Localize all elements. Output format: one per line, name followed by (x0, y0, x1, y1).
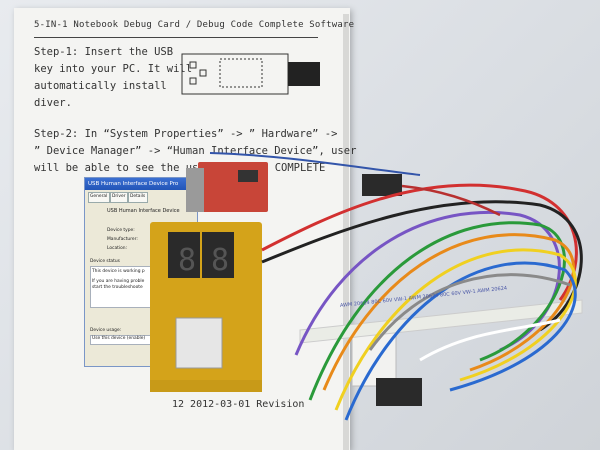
wire-blue (344, 261, 577, 421)
card-edge-contacts (150, 380, 262, 392)
manual-footer: 12 2012-03-01 Revision (172, 399, 305, 410)
step2-line-2: ” Device Manager” -> “Human Interface De… (34, 145, 357, 157)
dialog-title: USB Human Interface Device Pro (85, 178, 197, 190)
wire-red-thin (401, 184, 501, 217)
tab-details-label: Details (130, 194, 146, 199)
wire-orange (322, 233, 575, 391)
status-box (90, 266, 156, 308)
status-text-2: If you are having proble (92, 279, 145, 284)
manual-title: 5-IN-1 Notebook Debug Card / Debug Code … (34, 20, 355, 30)
tab-general: General (88, 192, 110, 203)
seven-segment-right (202, 232, 234, 278)
label-location: Location: (107, 246, 128, 251)
manual-page-edge (343, 14, 349, 450)
black-plug-top (362, 174, 402, 196)
step1-line-1: Step-1: Insert the USB (34, 46, 174, 58)
step1-line-3: automatically install (34, 80, 167, 92)
wire-blue-thin (209, 152, 421, 176)
black-plug-bottom (376, 378, 422, 406)
device-usage-value: Use this device (enable) (92, 336, 146, 341)
adapter-header (238, 170, 258, 182)
wire-grey (368, 273, 571, 351)
card-chip-label (175, 317, 223, 369)
label-device-type: Device type: (107, 228, 135, 233)
adapter-connector (186, 168, 204, 212)
seven-segment-left (168, 232, 200, 278)
device-usage-label: Device usage: (90, 328, 122, 333)
red-adapter-board (198, 162, 268, 212)
tab-driver-label: Driver (112, 194, 126, 199)
label-manufacturer: Manufacturer: (107, 237, 138, 242)
device-name: USB Human Interface Device (107, 208, 180, 214)
wire-green (308, 221, 566, 401)
wire-yellow (334, 248, 577, 411)
usb-key-illustration (180, 52, 322, 98)
digit-right: 8 (211, 243, 229, 278)
tab-general-label: General (90, 194, 108, 199)
step2-line-3: will be able to see the usb COMPLETE (34, 162, 325, 174)
step2-line-3-text: will be able to see the usb (34, 162, 205, 174)
ribbon-cable (299, 299, 583, 344)
tab-driver: Driver (110, 192, 128, 203)
step1-line-2: key into your PC. It will (34, 63, 193, 75)
wire-red (261, 183, 578, 301)
step2-line-1: Step-2: In “System Properties” -> ” Hard… (34, 128, 338, 140)
digit-left: 8 (178, 243, 196, 278)
step1-line-4: diver. (34, 97, 72, 109)
tab-details: Details (128, 192, 148, 203)
status-text-3: start the troubleshoote (92, 285, 143, 290)
title-underline (34, 37, 318, 38)
status-text-1: This device is working p (92, 269, 145, 274)
wire-white (419, 318, 561, 362)
step2-line-3-tail: COMPLETE (274, 162, 326, 174)
device-status-group: Device status (90, 259, 120, 264)
